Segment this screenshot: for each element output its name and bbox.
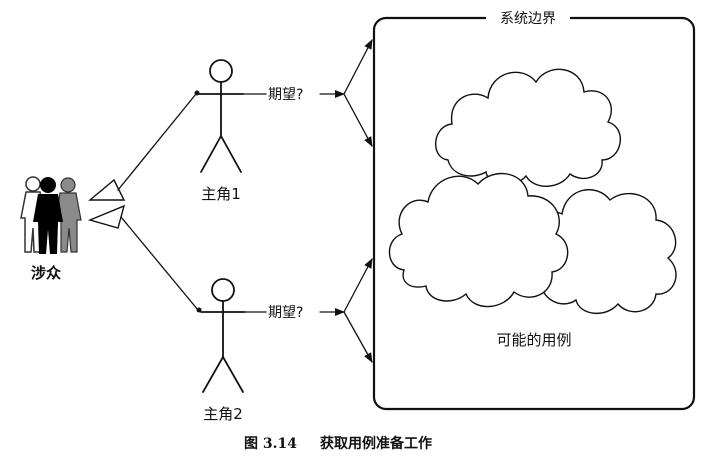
stakeholder-figure-right bbox=[55, 177, 82, 253]
figure-number: 图 3.14 bbox=[244, 436, 297, 452]
use-case-cloud-left bbox=[388, 172, 569, 308]
expectation-1: 期望? bbox=[242, 39, 373, 147]
figure-title: 获取用例准备工作 bbox=[320, 435, 432, 452]
actor-1-head bbox=[209, 59, 233, 83]
actor-2: 主角2 bbox=[200, 278, 246, 423]
actor-2-label: 主角2 bbox=[203, 405, 243, 423]
use-case-clouds: 可能的用例 bbox=[388, 68, 677, 349]
expectation-2: 期望? bbox=[244, 258, 373, 363]
actor-2-head bbox=[211, 278, 235, 302]
arrowhead-from-actor1 bbox=[88, 178, 126, 201]
stakeholders-group: 涉众 bbox=[20, 176, 82, 282]
expectation-2-label: 期望? bbox=[268, 305, 303, 321]
actor-1-label: 主角1 bbox=[201, 185, 241, 203]
link-actor1-stakeholders bbox=[117, 93, 197, 191]
stakeholders-label: 涉众 bbox=[31, 264, 61, 282]
actor-1: 主角1 bbox=[198, 59, 244, 203]
use-cases-label: 可能的用例 bbox=[496, 331, 571, 349]
system-boundary: 系统边界 bbox=[372, 10, 696, 411]
system-boundary-label-gap bbox=[486, 10, 570, 26]
stakeholder-figure-front bbox=[33, 177, 63, 254]
expectation-1-label: 期望? bbox=[268, 87, 303, 103]
use-case-cloud-top bbox=[434, 68, 622, 187]
system-boundary-label: 系统边界 bbox=[500, 11, 556, 27]
stakeholder-arrowheads bbox=[87, 178, 126, 229]
link-actor2-stakeholders bbox=[120, 216, 199, 311]
arrowhead-from-actor2 bbox=[87, 204, 126, 229]
figure-caption: 图 3.14 获取用例准备工作 bbox=[244, 435, 432, 452]
